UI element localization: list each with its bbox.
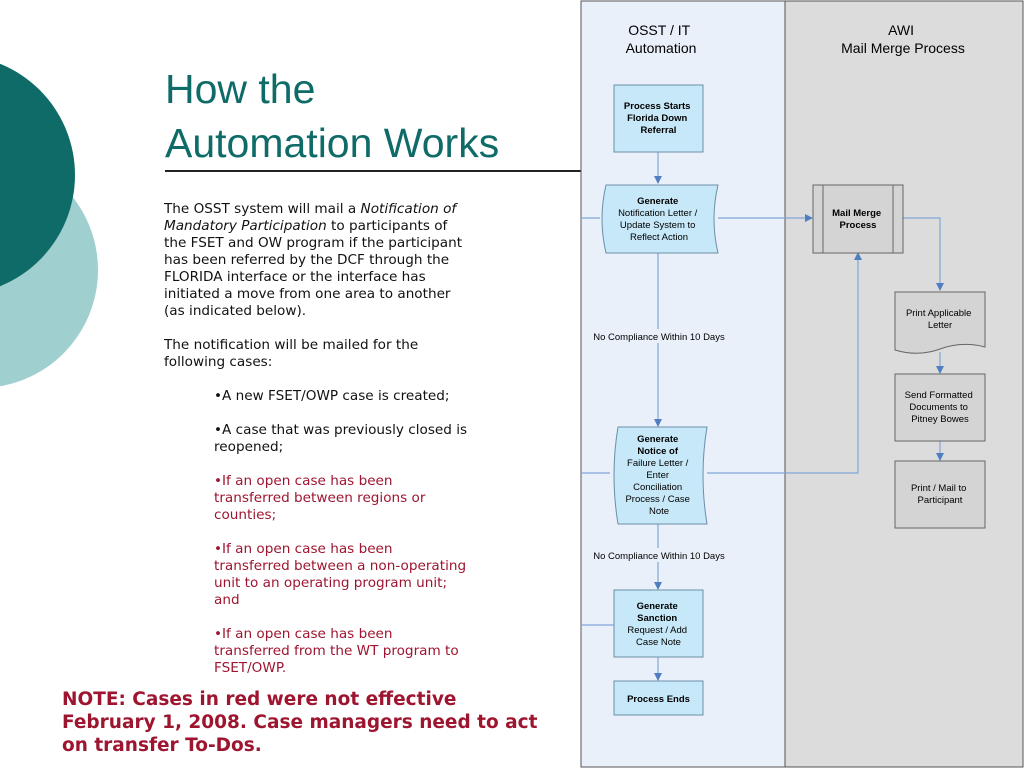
no-compliance-label-1: No Compliance Within 10 Days xyxy=(593,332,725,343)
print-mail-box xyxy=(894,460,986,529)
generate-notification-label: Generate Notification Letter / Update Sy… xyxy=(618,196,700,243)
cases-intro: The notification will be mailed for the … xyxy=(164,337,419,370)
case-item: •A case that was previously closed is re… xyxy=(214,422,468,455)
process-starts-label: Process Starts Florida Down Referral xyxy=(624,101,693,136)
generate-sanction-label: Generate Sanction Request / Add Case Not… xyxy=(627,601,689,648)
mail-merge-label: Mail Merge Process xyxy=(832,208,884,231)
arrow-failure-to-mailmerge xyxy=(707,252,862,474)
process-ends-box xyxy=(613,680,704,716)
dark-teal-circle xyxy=(0,63,75,287)
slide-body: The OSST system will mail a Notification… xyxy=(164,201,469,694)
case-item-red: •If an open case has been transferred fr… xyxy=(214,626,459,676)
generate-notification-shape xyxy=(601,184,719,254)
process-starts-box xyxy=(613,84,704,153)
print-letter-shape xyxy=(894,291,986,354)
title-divider xyxy=(165,170,583,172)
print-mail-label: Print / Mail to Participant xyxy=(911,483,969,506)
note-text: NOTE: Cases in red were not effective Fe… xyxy=(62,689,538,756)
process-ends-label: Process Ends xyxy=(627,694,690,705)
print-letter-label: Print Applicable Letter xyxy=(906,308,974,331)
generate-failure-shape xyxy=(613,426,708,525)
intro-text-end: to participants of the FSET and OW progr… xyxy=(164,218,463,319)
slide-title: How the Automation Works xyxy=(165,62,499,170)
intro-paragraph: The OSST system will mail a Notification… xyxy=(164,201,469,320)
arrow-mailmerge-to-print xyxy=(903,217,944,291)
title-line-1: How the xyxy=(165,66,316,112)
intro-text-start: The OSST system will mail a xyxy=(164,201,361,217)
intro-italic: Notification of Mandatory Participation xyxy=(164,201,457,234)
generate-failure-label: Generate Notice of Failure Letter / Ente… xyxy=(625,434,692,517)
flowchart: OSST / IT Automation AWI Mail Merge Proc… xyxy=(580,0,1024,768)
no-compliance-label-2: No Compliance Within 10 Days xyxy=(593,551,725,562)
no-compliance-2-bg xyxy=(588,548,730,562)
title-line-2: Automation Works xyxy=(165,120,500,166)
send-formatted-label: Send Formatted Documents to Pitney Bowes xyxy=(905,390,976,425)
no-compliance-1-bg xyxy=(588,329,730,343)
case-item-red: •If an open case has been transferred be… xyxy=(214,473,426,523)
decorative-circles xyxy=(0,63,98,387)
case-item: •A new FSET/OWP case is created; xyxy=(214,388,450,404)
lane-osst-title: OSST / IT Automation xyxy=(626,22,697,56)
generate-sanction-box xyxy=(613,589,704,658)
mail-merge-box xyxy=(812,184,904,254)
case-item-red: •If an open case has been transferred be… xyxy=(214,541,467,608)
send-formatted-box xyxy=(894,373,986,442)
lane-awi-title: AWI Mail Merge Process xyxy=(841,22,965,56)
case-list: •A new FSET/OWP case is created; •A case… xyxy=(164,388,469,677)
